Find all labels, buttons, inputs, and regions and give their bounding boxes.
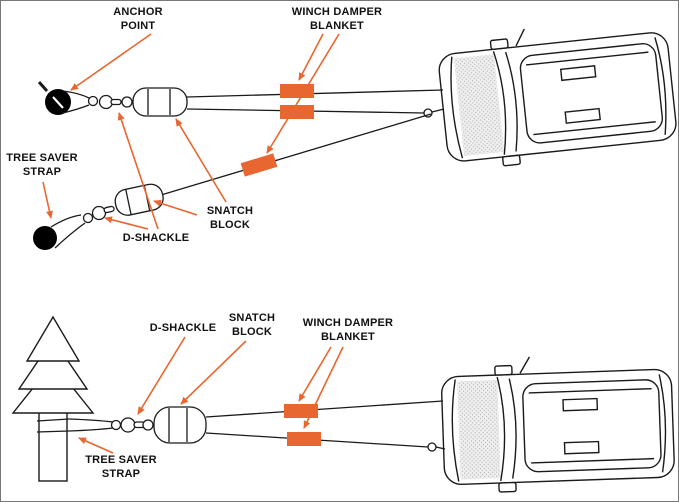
d-shackle bbox=[98, 94, 122, 110]
label-tree-saver-bottom: TREE SAVER STRAP bbox=[85, 454, 157, 481]
arrow-anchor-point bbox=[70, 33, 152, 91]
winch-damper-blanket bbox=[280, 105, 314, 119]
vehicle-icon bbox=[435, 13, 678, 173]
winch-damper-blanket bbox=[284, 404, 318, 418]
arrow-tree-saver bbox=[78, 437, 114, 454]
label-snatch-block-top: SNATCH BLOCK bbox=[206, 205, 254, 232]
arrow-d-shackle bbox=[104, 216, 149, 230]
label-tree-saver-top: TREE SAVER STRAP bbox=[6, 152, 78, 179]
snatch-block bbox=[114, 183, 164, 216]
tree-saver-strap bbox=[50, 212, 94, 249]
callout-arrows bbox=[42, 33, 340, 230]
d-shackle bbox=[120, 417, 146, 433]
tree bbox=[11, 315, 95, 482]
d-shackle bbox=[91, 205, 115, 221]
winch-damper-blanket bbox=[240, 153, 278, 177]
snatch-block bbox=[142, 406, 207, 444]
winch-cables bbox=[160, 89, 445, 196]
label-anchor-point: ANCHOR POINT bbox=[113, 6, 163, 33]
label-winch-damper-bottom: WINCH DAMPER BLANKET bbox=[302, 317, 394, 344]
arrow-tree-saver bbox=[42, 181, 53, 219]
arrow-d-shackle bbox=[117, 112, 159, 230]
winch-cables bbox=[205, 400, 446, 452]
anchor-point bbox=[33, 226, 57, 250]
winch-damper-blanket bbox=[287, 432, 321, 446]
tree-saver-strap bbox=[36, 418, 122, 433]
top-diagram bbox=[33, 13, 678, 250]
snatch-block bbox=[121, 87, 188, 117]
arrow-snatch-block bbox=[175, 118, 227, 203]
anchor-point bbox=[37, 81, 71, 115]
arrow-winch-damper bbox=[298, 346, 332, 402]
bottom-diagram bbox=[11, 315, 676, 495]
label-winch-damper-top: WINCH DAMPER BLANKET bbox=[291, 6, 383, 33]
label-snatch-block-bottom: SNATCH BLOCK bbox=[228, 312, 276, 339]
vehicle-icon bbox=[439, 351, 676, 495]
arrow-winch-damper bbox=[303, 346, 344, 429]
callout-arrows bbox=[78, 336, 344, 454]
arrow-winch-damper bbox=[298, 33, 324, 81]
tree-saver-strap bbox=[62, 90, 99, 114]
label-d-shackle-bottom: D-SHACKLE bbox=[149, 322, 217, 334]
arrow-d-shackle bbox=[137, 336, 186, 415]
arrow-snatch-block bbox=[153, 199, 198, 216]
winch-damper-blanket bbox=[280, 84, 314, 98]
label-d-shackle-top: D-SHACKLE bbox=[122, 232, 190, 244]
arrow-winch-damper bbox=[266, 33, 340, 154]
arrow-snatch-block bbox=[180, 340, 247, 405]
